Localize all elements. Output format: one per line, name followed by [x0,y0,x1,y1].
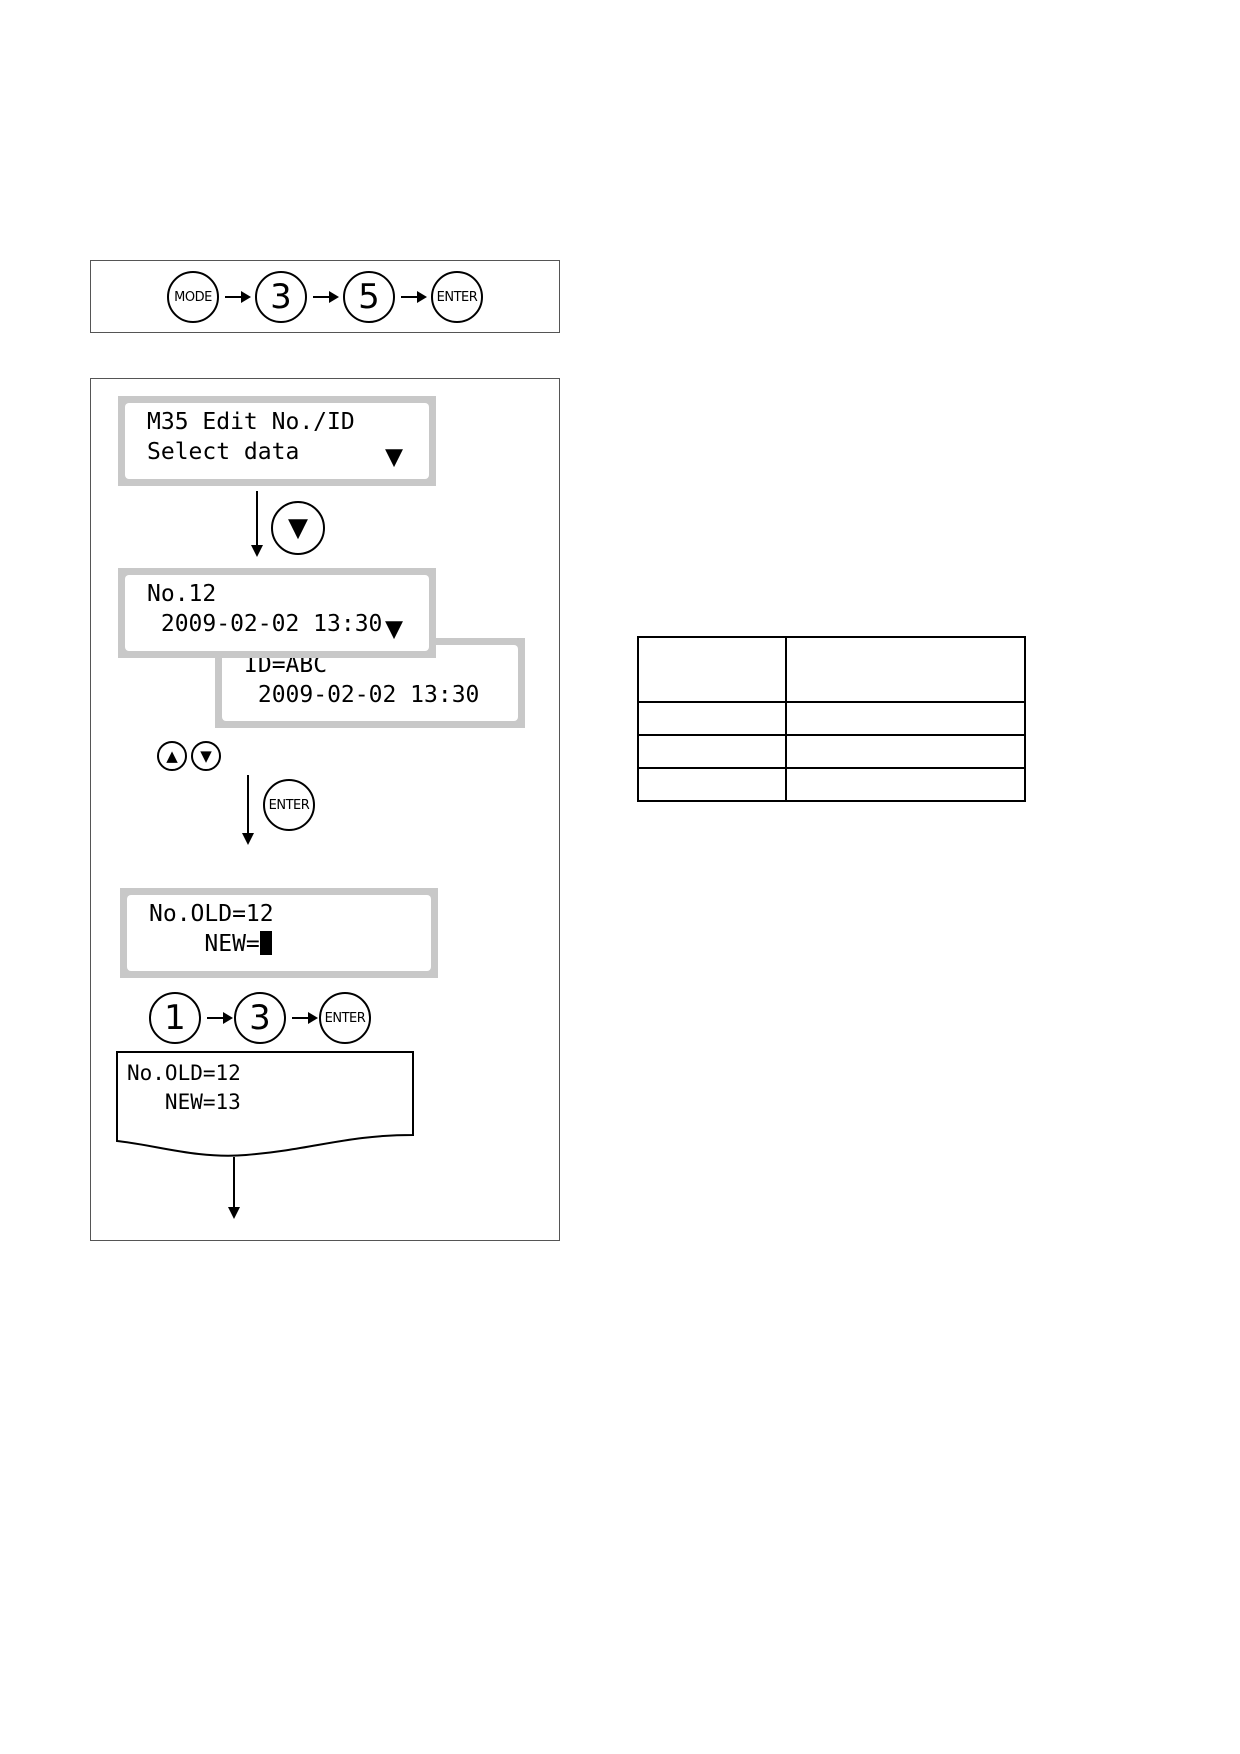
table-cell [637,636,787,703]
enter-key[interactable]: ENTER [431,271,483,323]
table-cell [785,701,1026,736]
arrow-down-icon [251,491,263,557]
procedure-panel: M35 Edit No./ID Select data ▼ ▼ ID=ABC 2… [90,378,560,1241]
down-key[interactable]: ▼ [191,741,221,771]
lcd-line-2: Select data [147,439,300,465]
arrow-right-icon [401,291,427,303]
digit-5-key[interactable]: 5 [343,271,395,323]
arrow-down-icon [228,1157,240,1219]
table-row [637,701,1026,736]
lcd-line-1: No.OLD=12 [149,901,274,927]
arrow-right-icon [313,291,339,303]
arrow-right-icon [292,1012,318,1024]
key-sequence-panel: MODE 3 5 ENTER [90,260,560,333]
table-row [637,636,1026,703]
table-cell [637,767,787,802]
printout-paper [116,1051,414,1157]
printout-line-1: No.OLD=12 [127,1061,241,1085]
enter-key[interactable]: ENTER [263,779,315,831]
arrow-down-icon [242,775,254,845]
reference-table [637,636,1026,802]
digit-3-key[interactable]: 3 [234,992,286,1044]
lcd-line-2: 2009-02-02 13:30 [244,682,480,708]
table-cell [785,636,1026,703]
down-triangle-icon: ▼ [385,439,404,474]
digit-3-key[interactable]: 3 [255,271,307,323]
up-key[interactable]: ▲ [157,741,187,771]
lcd-screen-number: No.12 2009-02-02 13:30 ▼ [118,568,436,658]
enter-key[interactable]: ENTER [319,992,371,1044]
table-cell [785,734,1026,769]
lcd-line-2: 2009-02-02 13:30 [147,611,383,637]
text-cursor [259,931,272,955]
printout-line-2: NEW=13 [127,1090,241,1114]
table-cell [785,767,1026,802]
digit-1-key[interactable]: 1 [149,992,201,1044]
lcd-screen-edit: No.OLD=12 NEW= [120,888,438,978]
table-cell [637,734,787,769]
down-triangle-icon: ▼ [385,611,404,646]
down-key[interactable]: ▼ [271,501,325,555]
arrow-right-icon [225,291,251,303]
lcd-line-2: NEW= [149,931,272,957]
lcd-line-1: M35 Edit No./ID [147,409,355,435]
mode-key[interactable]: MODE [167,271,219,323]
lcd-line-1: No.12 [147,581,217,607]
lcd-screen-menu: M35 Edit No./ID Select data ▼ [118,396,436,486]
arrow-right-icon [207,1012,233,1024]
table-cell [637,701,787,736]
table-row [637,767,1026,802]
table-row [637,734,1026,769]
